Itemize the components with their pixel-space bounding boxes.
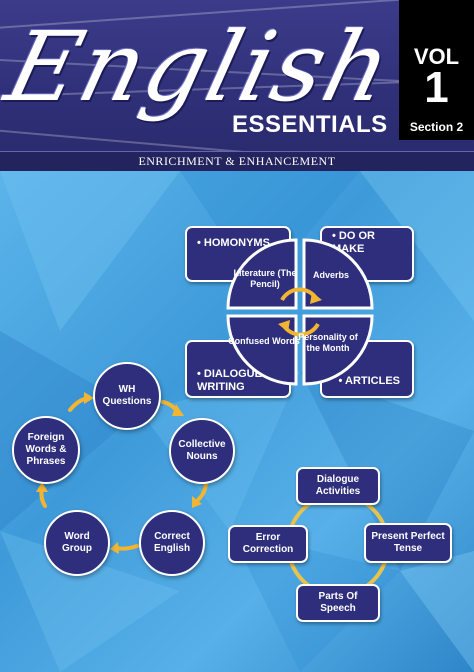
arrowhead-icon <box>310 292 322 304</box>
ring-node-error-correction: Error Correction <box>228 525 308 563</box>
cover-header <box>0 0 474 170</box>
volume-badge <box>399 0 474 140</box>
cycle-node-collective-nouns: Collective Nouns <box>169 418 235 484</box>
ring-node-parts-of-speech: Parts Of Speech <box>296 584 380 622</box>
ring-node-dialogue-activities: Dialogue Activities <box>296 467 380 505</box>
cycle-node-label: WH Questions <box>102 384 152 407</box>
section-label: Section 2 <box>409 120 464 134</box>
cycle-node-label: Correct English <box>153 531 191 554</box>
ring-node-label: Present Perfect Tense <box>371 531 445 554</box>
arrowhead-icon <box>36 482 48 492</box>
box-dialogue-writing-label: • DIALOGUE WRITING <box>197 368 262 393</box>
ring-node-label: Error Correction <box>242 532 294 555</box>
cycle-node-word-group: Word Group <box>44 510 110 576</box>
cycle-node-correct-english: Correct English <box>139 510 205 576</box>
volume-label: VOL <box>413 44 460 69</box>
cycle-node-label: Word Group <box>62 531 92 554</box>
quadrant-literature: Literature (The Pencil) <box>233 268 297 289</box>
title-essentials: ESSENTIALS <box>232 111 388 138</box>
subtitle: ENRICHMENT & ENHANCEMENT <box>138 154 336 168</box>
ring-node-label: Dialogue Activities <box>315 474 361 497</box>
quadrant-adverbs: Adverbs <box>312 270 349 280</box>
quadrant-personality: Personality of the Month <box>298 332 358 353</box>
cycle-node-wh-questions: WH Questions <box>93 362 161 430</box>
ring-node-label: Parts Of Speech <box>318 591 358 614</box>
quadrant-top-right-shape <box>302 238 374 310</box>
ring-node-present-perfect: Present Perfect Tense <box>364 523 452 563</box>
box-articles-label: • ARTICLES <box>338 374 401 387</box>
arrowhead-icon <box>110 542 119 554</box>
subtitle-band <box>0 151 474 171</box>
cycle-node-label: Collective Nouns <box>178 439 226 462</box>
quadrant-bottom-right-shape <box>302 314 374 386</box>
arrowhead-icon <box>192 496 202 508</box>
arrowhead-icon <box>84 392 94 404</box>
quadrant-bottom-left-shape <box>226 314 298 386</box>
box-articles: • ARTICLES <box>320 340 414 398</box>
quadrant-top-left-shape <box>226 238 298 310</box>
cycle-node-label: Foreign Words & Phrases <box>25 432 67 467</box>
box-homonyms: • HOMONYMS <box>185 226 291 282</box>
arrowhead-icon <box>172 404 184 416</box>
cycle-node-foreign-words: Foreign Words & Phrases <box>12 416 80 484</box>
arrowhead-icon <box>278 320 290 332</box>
quadrant-confused-words: Confused Words <box>228 336 300 346</box>
box-homonyms-label: • HOMONYMS <box>197 236 270 249</box>
volume-number: 1 <box>424 63 449 112</box>
